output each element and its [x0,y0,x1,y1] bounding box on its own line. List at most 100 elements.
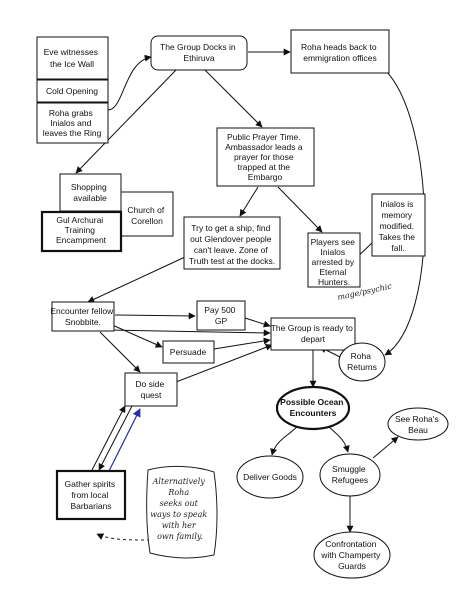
svg-text:Confrontation with Champ: Confrontation with Champerty Guards [320,539,382,571]
svg-text:Cold Opening: Cold Opening [46,86,98,96]
node-line: Deliver Goods [243,472,297,482]
node-gather-spirits: Gather spirits from local Barbarians [55,469,127,521]
node-smuggle-refugees: Smuggle Refugees [319,453,381,497]
node-inialos-memory: Inialos is memory modified. Takes the fa… [371,193,426,257]
node-line: Beau [408,425,428,435]
edge-encounter-to-persuade [109,323,163,348]
node-line: quest [141,390,162,400]
edge-try-ship-to-encounter [87,256,186,303]
node-line: with Champerty [320,550,381,560]
note-line: ways to speak [150,510,207,519]
node-line: Encampment [56,235,107,245]
note-line: seeks out [160,499,199,508]
node-line: fall. [391,243,404,253]
note-line: own family. [157,532,203,541]
edge-ocean-to-deliver [270,423,301,456]
node-line: Roha grabs [49,108,93,118]
svg-text:Try to get a ship, find: Try to get a ship, find out Glendover pe… [189,223,275,266]
node-line: from local [71,490,108,500]
node-line: emmigration offices [303,53,377,63]
svg-text:Church of Corellon: Church of Corellon [127,205,166,226]
node-line: depart [301,334,326,344]
svg-text:Roha grabs Inialos and: Roha grabs Inialos and leaves the Ring [43,108,102,138]
node-persuade: Persuade [162,340,215,364]
edge-docks-to-prayer [204,69,263,128]
node-line: Refugees [332,475,368,485]
node-line: Cold Opening [46,86,98,96]
svg-text:See Roha's Beau: See Roha's Beau [395,414,441,435]
connectors [75,48,425,533]
edge-pay-to-ready [244,317,271,328]
node-line: Smuggle [332,464,366,474]
node-line: Takes the [379,232,416,242]
node-line: Church of [127,205,164,215]
node-line: leaves the Ring [43,128,102,138]
node-roha-grabs: Roha grabs Inialos and leaves the Ring [36,102,109,144]
node-cold-opening: Cold Opening [36,79,109,103]
svg-text:Roha Returns: Roha Returns [347,351,377,372]
node-roha-heads-back: Roha heads back to emmigration offices [290,29,390,74]
blue-arrow-to-side-quest [107,408,141,474]
node-line: Encounter fellow [50,306,114,316]
edge-prayer-to-players-see [277,186,323,233]
node-confrontation: Confrontation with Champerty Guards [313,531,391,579]
svg-text:Players see Inialos: Players see Inialos arrested by Eternal … [311,237,358,287]
node-do-side-quest: Do side quest [124,372,178,407]
node-line: Players see [311,237,356,247]
node-line: can't leave. Zone of [194,245,269,255]
node-roha-returns: Roha Returns [338,342,386,382]
node-line: Encounters [290,408,337,418]
node-line: memory [381,210,412,220]
node-line: Public Prayer Time. [227,132,301,142]
edge-side-quest-to-gather [98,405,133,471]
svg-text:Roha heads back to emmig: Roha heads back to emmigration offices [301,42,379,63]
node-line: Eve witnesses [44,47,98,57]
node-line: Guards [338,561,366,571]
svg-text:Alternatively Roha: Alternatively Roha seeks out ways to spe… [150,477,209,541]
svg-text:Pay 500 GP: Pay 500 GP [204,305,238,326]
note-line: Roha [167,488,189,497]
node-line: Ambassador leads a [225,142,303,152]
node-line: Gather spirits [65,479,116,489]
node-pay-500: Pay 500 GP [196,300,246,331]
node-line: Inialos is [380,199,413,209]
svg-text:Deliver Goods: Deliver Goods [243,472,297,482]
node-eve-ice-wall: Eve witnesses the Ice Wall [36,36,109,80]
node-line: Confrontation [325,539,376,549]
node-line: Do side [135,379,164,389]
svg-text:Smuggle Refugees: Smuggle Refugees [332,464,368,485]
node-possible-ocean: Possible Ocean Encounters [275,385,351,431]
edge-persuade-to-ready [213,337,271,350]
dashed-note-arrow [96,533,151,541]
node-try-ship: Try to get a ship, find out Glendover pe… [183,216,281,270]
node-line: Snobbite. [65,317,101,327]
node-line: Corellon [131,216,163,226]
node-line: Inialos and [50,118,91,128]
svg-text:Eve witnesses the Ice Wa: Eve witnesses the Ice Wall [44,47,101,69]
edge-gather-to-side-quest [91,405,126,471]
svg-text:Gul Archurai Training: Gul Archurai Training Encampment [56,215,107,245]
edge-left-stack-to-docks [107,54,152,111]
note-alternatively: Alternatively Roha seeks out ways to spe… [146,465,218,559]
svg-text:Public Prayer Time. Amba: Public Prayer Time. Ambassador leads a p… [225,132,305,182]
node-line: Gul Archurai [56,215,103,225]
svg-text:The Group Docks in Ethir: The Group Docks in Ethiruva [160,42,238,63]
node-deliver-goods: Deliver Goods [236,455,304,499]
node-line: Pay 500 [204,305,235,315]
node-line: GP [215,316,228,326]
node-see-rohas-beau: See Roha's Beau [387,407,449,441]
node-encounter-fellow: Encounter fellow Snobbite. [50,301,115,332]
node-group-ready: The Group is ready to depart [270,317,356,351]
node-line: Barbarians [70,501,111,511]
node-line: Eternal [319,267,346,277]
node-line: The Group is ready to [271,323,353,333]
svg-text:Do side quest: Do side quest [135,379,166,400]
node-line: Training [65,225,96,235]
note-line: with her [162,521,197,530]
svg-text:Persuade: Persuade [170,347,207,357]
node-line: Embargo [248,172,283,182]
node-line: out Glendover people [190,234,272,244]
node-line: Roha [351,351,372,361]
svg-text:Inialos is memory: Inialos is memory modified. Takes the fa… [379,199,418,253]
